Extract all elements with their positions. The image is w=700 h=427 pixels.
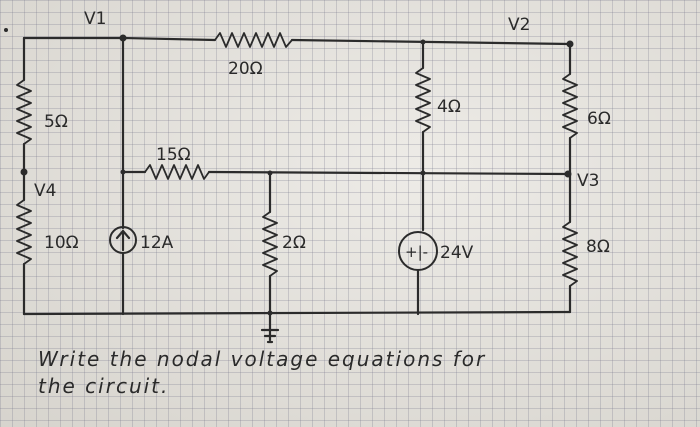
node-dot-mid-right (420, 170, 426, 176)
wire-top-20-to-v2 (290, 38, 572, 46)
caption-line-2: the circuit. (38, 374, 170, 398)
voltage-source-polarity: +|- (405, 243, 428, 261)
ground-icon (260, 328, 280, 344)
resistor-8-ohm (562, 221, 578, 287)
wire-top-v1-to-20 (121, 36, 217, 42)
node-dot-center (267, 170, 273, 176)
node-label-v1: V1 (84, 9, 106, 29)
caption-line-1: Write the nodal voltage equations for (38, 347, 487, 371)
node-dot-v2 (566, 40, 574, 48)
label-2-ohm: 2Ω (282, 233, 306, 253)
node-label-v2: V2 (508, 15, 530, 35)
label-5-ohm: 5Ω (44, 112, 68, 132)
resistor-4-ohm (415, 67, 431, 133)
current-source-arrow-icon (115, 229, 131, 252)
wire-bottom (22, 310, 572, 316)
label-8-ohm: 8Ω (586, 237, 610, 257)
resistor-5-ohm (16, 79, 32, 145)
node-dot-mid-left (120, 169, 126, 175)
resistor-6-ohm (562, 73, 578, 139)
resistor-10-ohm (16, 199, 32, 265)
label-current-source: 12A (140, 233, 174, 253)
node-label-v3: V3 (577, 171, 599, 191)
node-dot-v1 (119, 34, 127, 42)
node-label-v4: V4 (34, 181, 56, 201)
resistor-2-ohm (262, 211, 278, 277)
resistor-20-ohm (214, 32, 293, 48)
label-20-ohm: 20Ω (228, 59, 263, 79)
node-dot-v4 (20, 168, 28, 176)
node-dot-v3 (564, 170, 572, 178)
label-4-ohm: 4Ω (437, 97, 461, 117)
label-6-ohm: 6Ω (587, 109, 611, 129)
wire-mid-right (207, 170, 570, 176)
label-10-ohm: 10Ω (44, 233, 79, 253)
node-dot-top-right (420, 39, 426, 45)
problem-caption: Write the nodal voltage equations for th… (38, 346, 688, 400)
stray-dot (4, 28, 8, 32)
label-voltage-source: 24V (440, 243, 474, 263)
node-dot-ground (267, 310, 273, 316)
label-15-ohm: 15Ω (156, 145, 191, 165)
resistor-15-ohm (144, 164, 210, 180)
